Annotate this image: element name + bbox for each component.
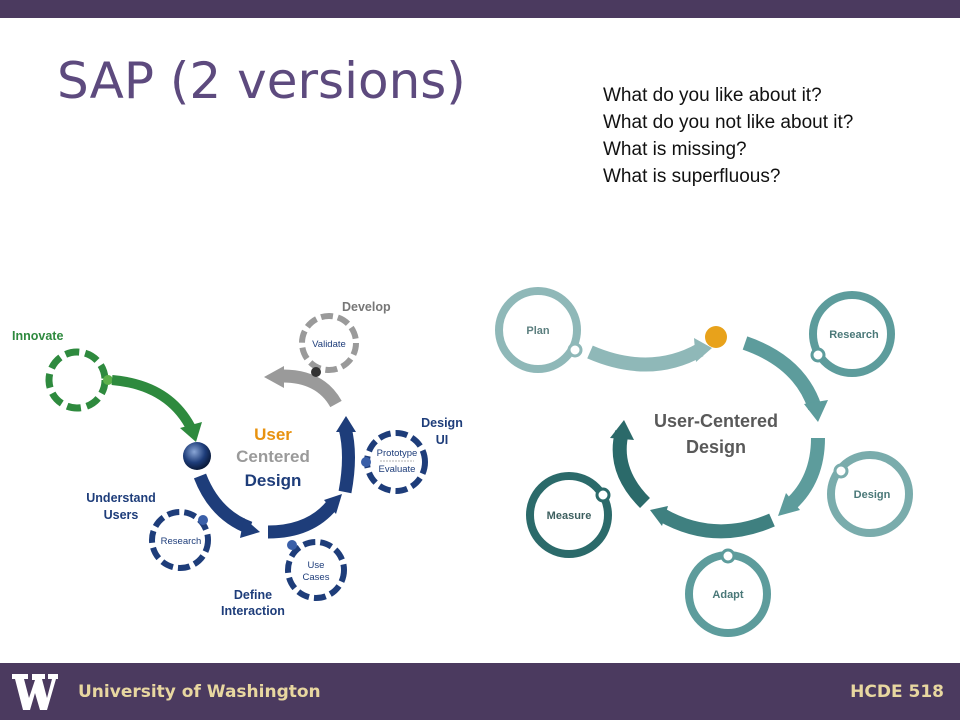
validate-label: Validate	[312, 339, 346, 350]
big-cycle-arrowhead	[650, 506, 668, 526]
research-cycle	[149, 509, 211, 571]
use-cases-label: Use	[308, 560, 325, 571]
adapt-label: Adapt	[712, 589, 744, 601]
use-cases-cycle	[285, 539, 347, 601]
cycle-arc	[338, 426, 355, 494]
design-cycle	[827, 451, 913, 537]
research-dot	[198, 515, 208, 525]
design-dot	[833, 463, 849, 479]
understand-label: Users	[104, 508, 139, 522]
prototype-cycle	[364, 430, 428, 494]
cycle-arrowhead-gray	[264, 366, 284, 388]
footer-bar: University of Washington HCDE 518	[0, 663, 960, 720]
innovate-cycle	[45, 348, 109, 412]
adapt-dot	[720, 548, 736, 564]
big-cycle-arc	[658, 508, 775, 539]
research-dot	[810, 347, 826, 363]
question-list: What do you like about it? What do you n…	[603, 82, 853, 190]
plan-cycle	[495, 287, 581, 373]
measure-dot	[595, 487, 611, 503]
research-cycle	[809, 291, 895, 377]
innovate-arrowhead	[180, 422, 202, 442]
evaluate-label: Evaluate	[379, 464, 416, 475]
accent-dot	[705, 326, 727, 348]
question-item: What do you like about it?	[603, 85, 822, 106]
use-cases-label: Cases	[303, 572, 330, 583]
design-ui-label: UI	[436, 433, 449, 447]
diagrams: Innovate User Centered Design Validate D…	[12, 287, 913, 637]
center-label: User	[254, 425, 292, 444]
big-cycle-arrowhead	[804, 400, 828, 422]
question-item: What is superfluous?	[603, 166, 781, 187]
research-label: Research	[161, 536, 202, 547]
design-dot	[361, 457, 371, 467]
research-label: Research	[829, 329, 879, 341]
prototype-label: Prototype	[377, 448, 418, 459]
cycle-arc-gray	[279, 369, 342, 408]
big-cycle-arc	[587, 343, 704, 372]
question-item: What do you not like about it?	[603, 112, 854, 133]
center-label: User-Centered	[654, 411, 778, 431]
center-label: Design	[245, 471, 302, 490]
slide-title: SAP (2 versions)	[57, 52, 466, 110]
define-label: Interaction	[221, 604, 285, 618]
plan-dot	[567, 342, 583, 358]
cycle-arrowhead	[240, 518, 260, 538]
big-cycle-arc	[612, 430, 651, 508]
center-label: Centered	[236, 447, 310, 466]
big-cycle-arrowhead	[610, 420, 634, 440]
university-name: University of Washington	[78, 682, 321, 702]
validate-cycle	[299, 313, 359, 373]
innovate-arrow	[111, 375, 197, 433]
sap-diagram-v2: User-Centered Design Plan Research Desig…	[495, 287, 913, 637]
develop-dot	[311, 367, 321, 377]
uw-logo-icon	[12, 674, 58, 710]
plan-label: Plan	[526, 325, 550, 337]
sap-diagram-v1: Innovate User Centered Design Validate D…	[12, 300, 463, 618]
innovate-label: Innovate	[12, 329, 63, 343]
develop-label: Develop	[342, 300, 391, 314]
use-cases-dot	[287, 540, 297, 550]
big-cycle-arrowhead	[694, 338, 712, 362]
course-code: HCDE 518	[850, 682, 944, 702]
question-item: What is missing?	[603, 139, 747, 160]
top-bar	[0, 0, 960, 18]
measure-label: Measure	[547, 510, 592, 522]
big-cycle-arc	[742, 336, 822, 411]
big-cycle-arc	[785, 437, 825, 511]
define-label: Define	[234, 588, 272, 602]
center-label: Design	[686, 437, 746, 457]
design-label: Design	[854, 489, 891, 501]
cycle-arc	[267, 500, 338, 539]
sphere-icon	[183, 442, 211, 470]
design-ui-label: Design	[421, 416, 463, 430]
cycle-arrowhead	[336, 416, 356, 432]
big-cycle-arrowhead	[778, 493, 800, 516]
cycle-arrowhead	[324, 494, 342, 514]
measure-cycle	[526, 472, 612, 558]
innovate-dot	[103, 375, 113, 385]
understand-label: Understand	[86, 491, 155, 505]
